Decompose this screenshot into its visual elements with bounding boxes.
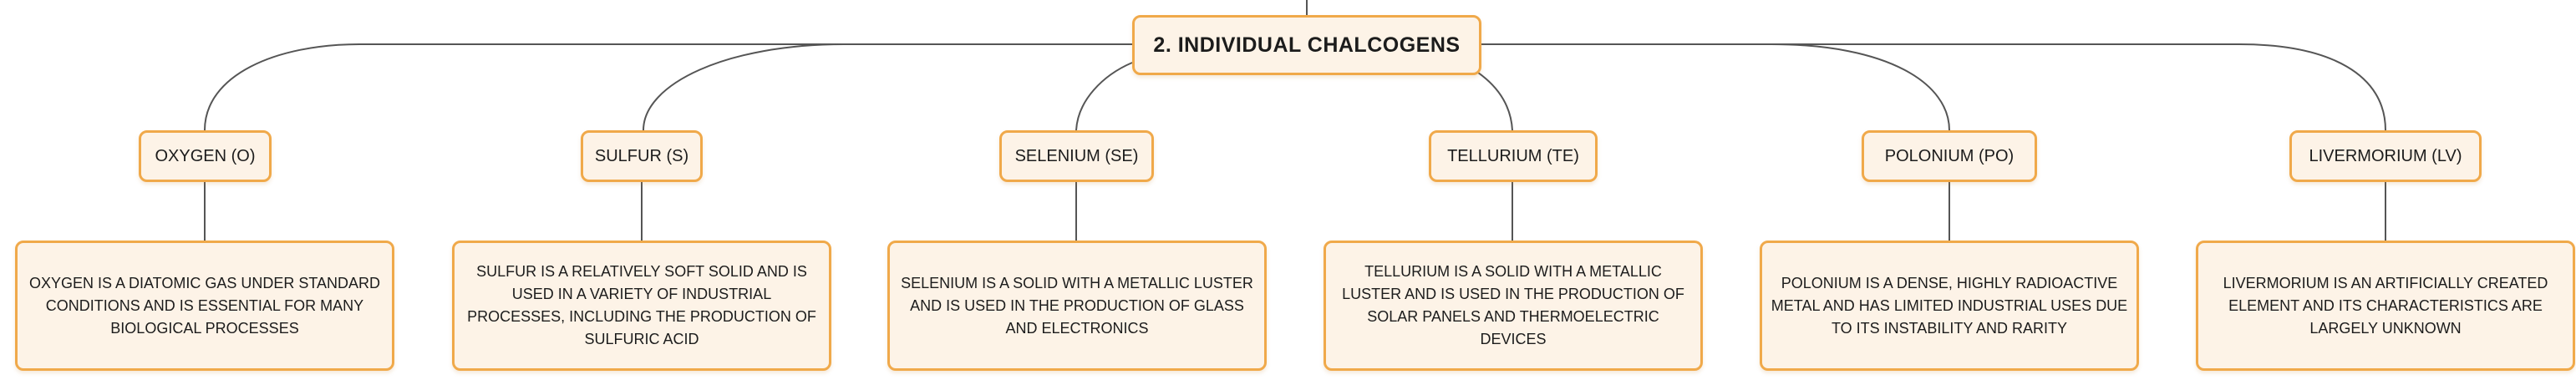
description-node-sulfur[interactable]: SULFUR IS A RELATIVELY SOFT SOLID AND IS… <box>452 241 831 371</box>
description-node-selenium[interactable]: SELENIUM IS A SOLID WITH A METALLIC LUST… <box>887 241 1267 371</box>
element-node-tellurium[interactable]: TELLURIUM (TE) <box>1429 130 1598 182</box>
element-node-sulfur[interactable]: SULFUR (S) <box>581 130 703 182</box>
connector-root-polonium <box>1481 43 1950 131</box>
connector-root-oxygen <box>204 43 1132 131</box>
element-node-label: TELLURIUM (TE) <box>1447 146 1579 165</box>
element-node-label: SULFUR (S) <box>594 146 689 165</box>
description-node-livermorium[interactable]: LIVERMORIUM IS AN ARTIFICIALLY CREATED E… <box>2196 241 2575 371</box>
connector-root-sulfur <box>643 43 1132 131</box>
element-node-polonium[interactable]: POLONIUM (PO) <box>1862 130 2037 182</box>
element-node-label: SELENIUM (SE) <box>1014 146 1139 165</box>
description-node-tellurium[interactable]: TELLURIUM IS A SOLID WITH A METALLIC LUS… <box>1324 241 1703 371</box>
description-text: TELLURIUM IS A SOLID WITH A METALLIC LUS… <box>1342 263 1684 347</box>
element-node-selenium[interactable]: SELENIUM (SE) <box>999 130 1154 182</box>
element-node-label: OXYGEN (O) <box>155 146 256 165</box>
description-node-polonium[interactable]: POLONIUM IS A DENSE, HIGHLY RADIOACTIVE … <box>1760 241 2139 371</box>
element-node-livermorium[interactable]: LIVERMORIUM (LV) <box>2289 130 2482 182</box>
description-node-oxygen[interactable]: OXYGEN IS A DIATOMIC GAS UNDER STANDARD … <box>15 241 394 371</box>
connector-root-livermorium <box>1481 43 2386 131</box>
description-text: OXYGEN IS A DIATOMIC GAS UNDER STANDARD … <box>28 274 381 337</box>
element-node-label: LIVERMORIUM (LV) <box>2309 146 2462 165</box>
description-text: SELENIUM IS A SOLID WITH A METALLIC LUST… <box>901 274 1253 337</box>
root-node-label: 2. INDIVIDUAL CHALCOGENS <box>1153 33 1461 57</box>
description-text: POLONIUM IS A DENSE, HIGHLY RADIOACTIVE … <box>1771 274 2128 337</box>
element-node-label: POLONIUM (PO) <box>1884 146 2015 165</box>
root-node-individual-chalcogens[interactable]: 2. INDIVIDUAL CHALCOGENS <box>1132 15 1481 75</box>
description-text: LIVERMORIUM IS AN ARTIFICIALLY CREATED E… <box>2223 274 2548 337</box>
connector-root-selenium <box>1075 62 1133 131</box>
element-node-oxygen[interactable]: OXYGEN (O) <box>139 130 272 182</box>
description-text: SULFUR IS A RELATIVELY SOFT SOLID AND IS… <box>467 263 816 347</box>
